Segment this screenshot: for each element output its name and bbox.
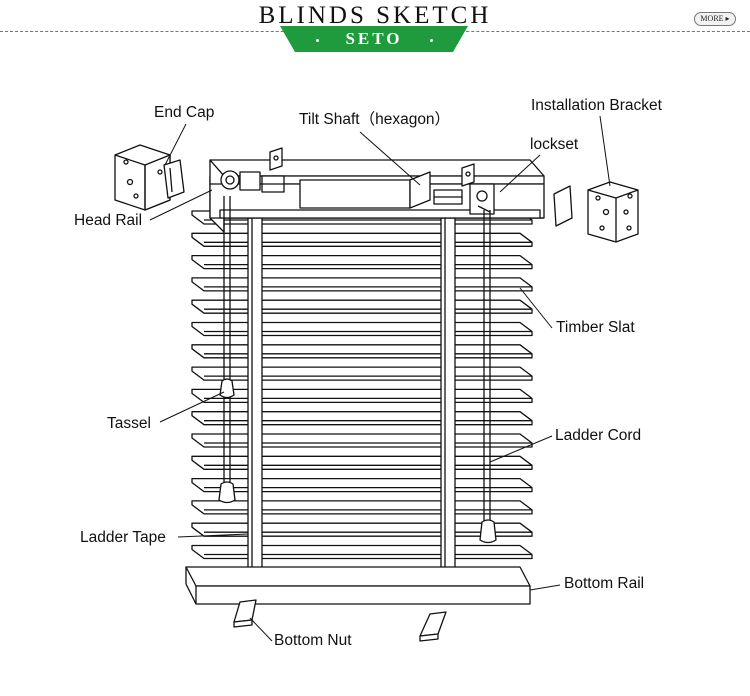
label-tilt-shaft: Tilt Shaft（hexagon） <box>299 111 451 128</box>
timber-slat <box>191 366 533 381</box>
timber-slat <box>191 388 533 404</box>
label-tassel: Tassel <box>107 415 151 432</box>
timber-slat <box>191 299 533 314</box>
ladder-tape-left <box>247 204 263 601</box>
timber-slat <box>191 321 533 337</box>
bottom-rail <box>185 566 531 605</box>
timber-slat <box>191 544 533 560</box>
label-timber-slat: Timber Slat <box>556 319 635 336</box>
timber-slats <box>191 210 533 560</box>
timber-slat <box>191 477 533 493</box>
pull-cords <box>223 196 491 528</box>
more-button[interactable]: MORE ▸ <box>694 12 736 26</box>
label-bottom-nut: Bottom Nut <box>274 632 352 649</box>
timber-slat <box>191 455 533 470</box>
brand-dot-left <box>316 39 319 42</box>
end-cap-right <box>553 185 573 227</box>
brand-dot-right <box>430 39 433 42</box>
label-lockset: lockset <box>530 136 579 153</box>
brand-tab <box>280 26 468 52</box>
more-label: MORE <box>700 14 724 23</box>
tassels <box>218 378 497 544</box>
timber-slat <box>191 344 533 359</box>
label-head-rail: Head Rail <box>74 212 143 229</box>
end-cap-left <box>114 144 185 211</box>
tilt-mechanism-right <box>433 163 495 215</box>
label-end-cap: End Cap <box>154 104 215 121</box>
timber-slat <box>191 433 533 448</box>
installation-bracket <box>587 181 639 243</box>
label-ladder-tape: Ladder Tape <box>80 529 166 546</box>
page-title: BLINDS SKETCH <box>258 2 492 29</box>
label-ladder-cord: Ladder Cord <box>555 427 642 444</box>
timber-slat <box>191 254 533 270</box>
timber-slat <box>191 411 533 426</box>
tilt-mechanism-left <box>220 147 285 193</box>
bottom-nuts <box>233 599 447 642</box>
label-installation-bracket: Installation Bracket <box>531 97 662 114</box>
brand-name: SETO <box>345 29 403 48</box>
timber-slat <box>191 500 533 515</box>
ladder-tape-right <box>440 204 456 601</box>
timber-slat <box>191 277 533 292</box>
timber-slat <box>191 232 533 247</box>
label-bottom-rail: Bottom Rail <box>564 575 645 592</box>
leader-lines <box>149 115 611 642</box>
